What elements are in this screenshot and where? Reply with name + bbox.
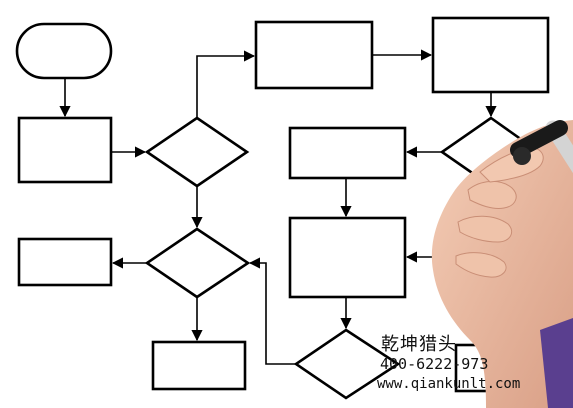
connector-decision-1-to-process-2 xyxy=(196,50,256,118)
process-box-2 xyxy=(254,20,374,90)
watermark-url: www.qiankunlt.com xyxy=(377,376,521,392)
process-box-7 xyxy=(288,216,407,299)
watermark-company-name: 乾坤猎头 xyxy=(381,334,457,355)
process-box-6 xyxy=(288,126,407,180)
decision-diamond-2 xyxy=(144,227,251,299)
decision-diamond-3 xyxy=(293,328,401,400)
process-box-3 xyxy=(431,16,550,94)
decision-diamond-1 xyxy=(144,116,250,188)
connector-decision-3-to-decision-2 xyxy=(248,257,296,365)
process-box-4 xyxy=(17,237,113,287)
start-terminator xyxy=(15,22,113,80)
watermark-phone: 400-6222-973 xyxy=(380,355,489,373)
hand-illustration xyxy=(431,120,573,408)
process-box-1 xyxy=(17,116,113,184)
marker-pen-icon xyxy=(510,120,568,158)
process-box-5 xyxy=(151,340,247,391)
